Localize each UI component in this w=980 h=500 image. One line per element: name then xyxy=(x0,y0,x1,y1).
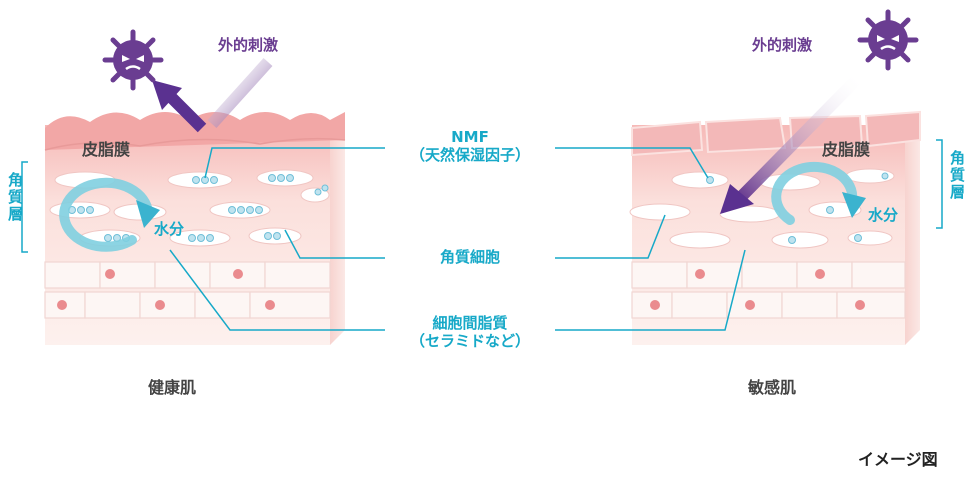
virus-icon-left xyxy=(102,29,164,91)
incoming-stimulus-arrow-left xyxy=(207,57,273,129)
image-note: イメージ図 xyxy=(858,450,938,469)
nmf-label: NMF （天然保湿因子） xyxy=(390,128,550,164)
sebum-membrane-label-right: 皮脂膜 xyxy=(822,140,871,159)
stratum-corneum-label-right: 角質層 xyxy=(948,150,966,201)
nmf-label-line1: NMF xyxy=(451,128,489,146)
sensitive-skin-block xyxy=(629,110,921,345)
sensitive-skin-caption: 敏感肌 xyxy=(748,378,797,397)
stratum-bracket-left xyxy=(21,161,28,253)
healthy-skin-block xyxy=(44,112,346,345)
stratum-corneum-label-left: 角質層 xyxy=(6,172,24,223)
sebum-membrane-label-left: 皮脂膜 xyxy=(82,140,131,159)
healthy-skin-caption: 健康肌 xyxy=(148,378,197,397)
deflected-arrow-left xyxy=(152,80,207,133)
external-stimulus-label-left: 外的刺激 xyxy=(218,36,279,54)
leader-lines xyxy=(169,147,746,331)
intercellular-lipid-line2: （セラミドなど） xyxy=(409,332,530,350)
external-stimulus-label-right: 外的刺激 xyxy=(752,36,813,54)
incoming-stimulus-arrow-right xyxy=(720,71,865,214)
corneocyte-label: 角質細胞 xyxy=(439,248,500,266)
water-label-left: 水分 xyxy=(154,220,185,238)
water-label-right: 水分 xyxy=(868,206,899,224)
virus-icon-right xyxy=(857,9,919,71)
intercellular-lipid-label: 細胞間脂質 （セラミドなど） xyxy=(390,314,550,350)
stratum-bracket-right xyxy=(936,139,943,229)
intercellular-lipid-line1: 細胞間脂質 xyxy=(432,314,508,332)
nmf-label-line2: （天然保湿因子） xyxy=(409,146,530,164)
